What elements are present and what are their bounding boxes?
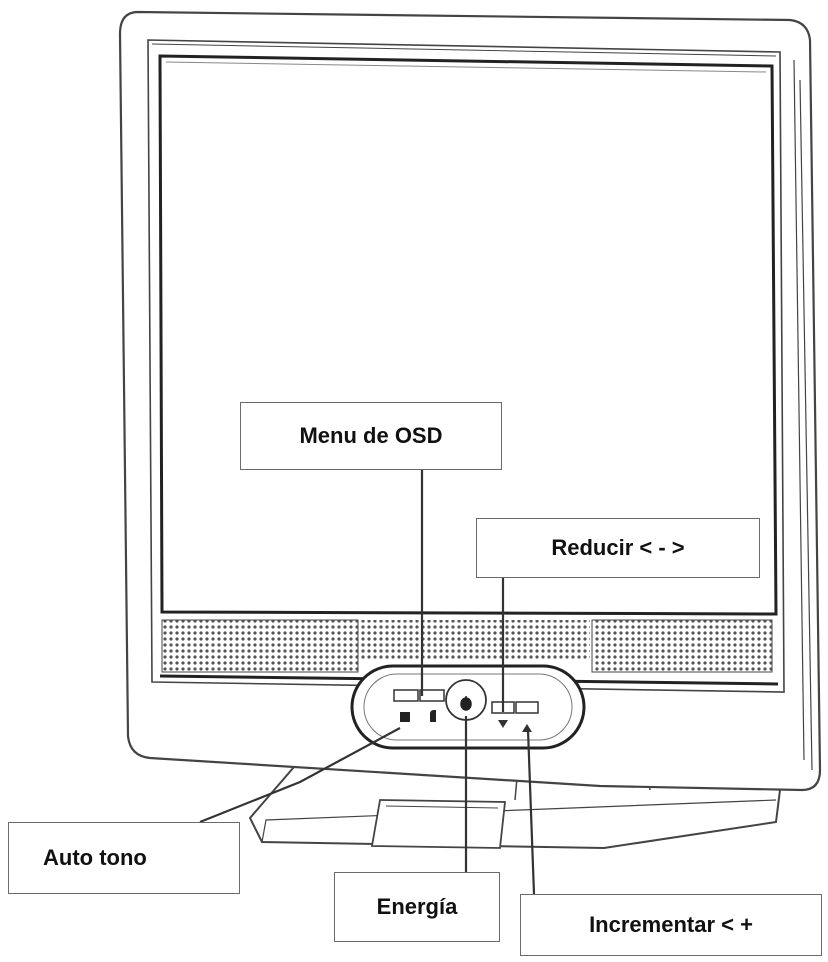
- power-icon: [460, 696, 472, 711]
- speaker-grille-right: [591, 619, 773, 673]
- auto-tone-icon: [400, 712, 410, 722]
- increase-icon: [522, 724, 532, 732]
- decrease-icon: [498, 720, 508, 728]
- label-reducir: Reducir < - >: [476, 518, 760, 578]
- increase-button[interactable]: [515, 701, 539, 714]
- leader-incrementar: [526, 729, 536, 895]
- menu-osd-icon: [430, 710, 436, 722]
- auto-tone-button[interactable]: [393, 689, 419, 702]
- leader-lines: [199, 470, 536, 895]
- label-auto-tono: Auto tono: [8, 822, 240, 894]
- speaker-grille-center: [360, 620, 590, 660]
- menu-osd-button[interactable]: [419, 689, 445, 702]
- label-energia: Energía: [334, 872, 500, 942]
- speaker-grille-left: [161, 619, 359, 673]
- leader-auto-tono: [199, 727, 401, 824]
- stand-recess: [370, 799, 507, 849]
- monitor-screen: [158, 54, 778, 616]
- label-menu-osd: Menu de OSD: [240, 402, 502, 470]
- label-incrementar: Incrementar < +: [520, 894, 822, 956]
